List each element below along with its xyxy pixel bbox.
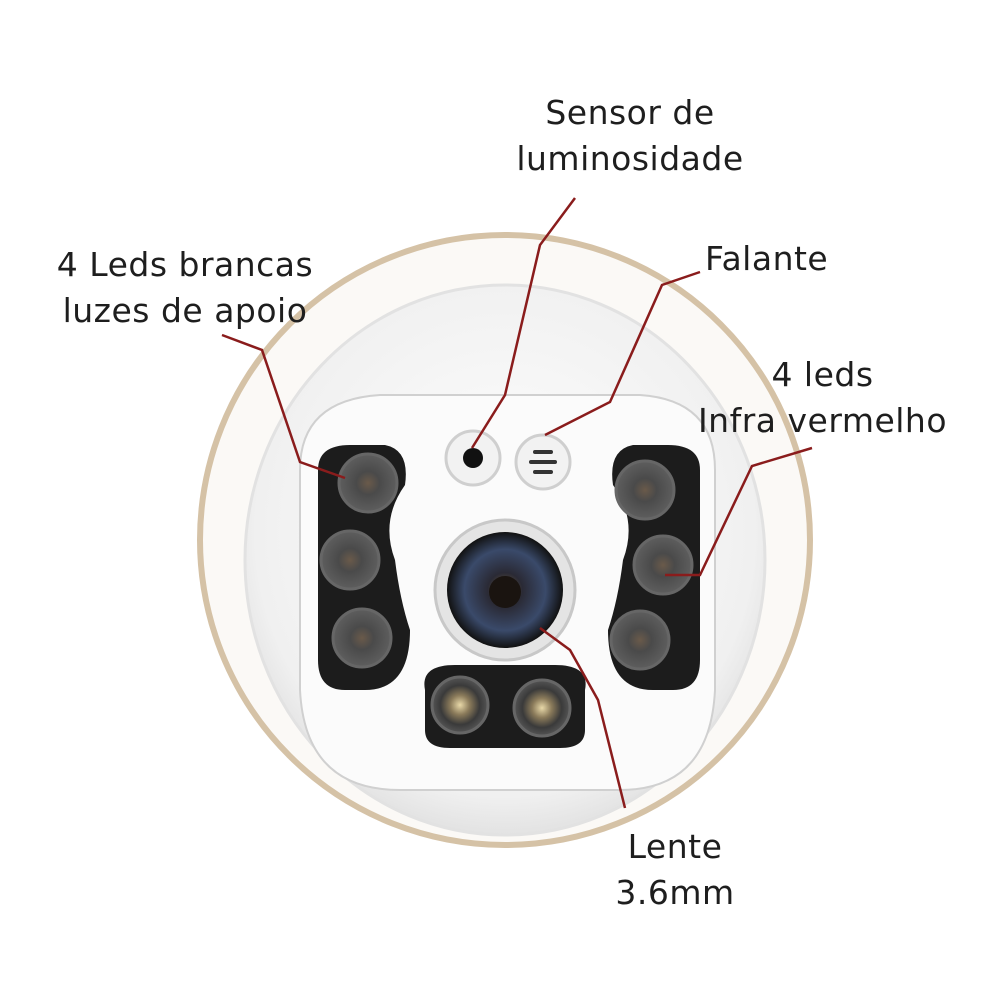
leader-lens <box>539 626 627 809</box>
leader-light-sensor <box>470 197 577 449</box>
ir-led <box>609 609 671 671</box>
leader-ir-leds <box>665 446 813 577</box>
label-line: 3.6mm <box>615 873 735 912</box>
lens-aperture <box>489 576 521 608</box>
label-line: Lente <box>627 827 723 866</box>
speaker-slots-icon <box>529 450 557 474</box>
label-line: Falante <box>705 239 829 278</box>
ir-led <box>614 459 676 521</box>
label-infrared-leds: 4 leds Infra vermelho <box>680 352 965 444</box>
light-sensor-eye <box>463 448 483 468</box>
label-line: luminosidade <box>516 139 744 178</box>
white-led <box>337 452 399 514</box>
label-line: Sensor de <box>545 93 715 132</box>
warm-led <box>430 675 490 735</box>
label-light-sensor: Sensor de luminosidade <box>490 90 770 182</box>
white-led <box>331 607 393 669</box>
warm-led <box>512 678 572 738</box>
label-white-leds: 4 Leds brancas luzes de apoio <box>30 242 340 334</box>
white-led <box>319 529 381 591</box>
label-line: Infra vermelho <box>697 401 948 440</box>
ir-led <box>632 534 694 596</box>
leader-lines <box>221 197 813 809</box>
leader-white-leds <box>221 333 346 480</box>
label-line: 4 leds <box>771 355 874 394</box>
label-speaker: Falante <box>705 236 828 282</box>
label-line: 4 Leds brancas <box>56 245 314 284</box>
label-lens: Lente 3.6mm <box>590 824 760 916</box>
leader-speaker <box>544 270 701 437</box>
label-line: luzes de apoio <box>62 291 308 330</box>
